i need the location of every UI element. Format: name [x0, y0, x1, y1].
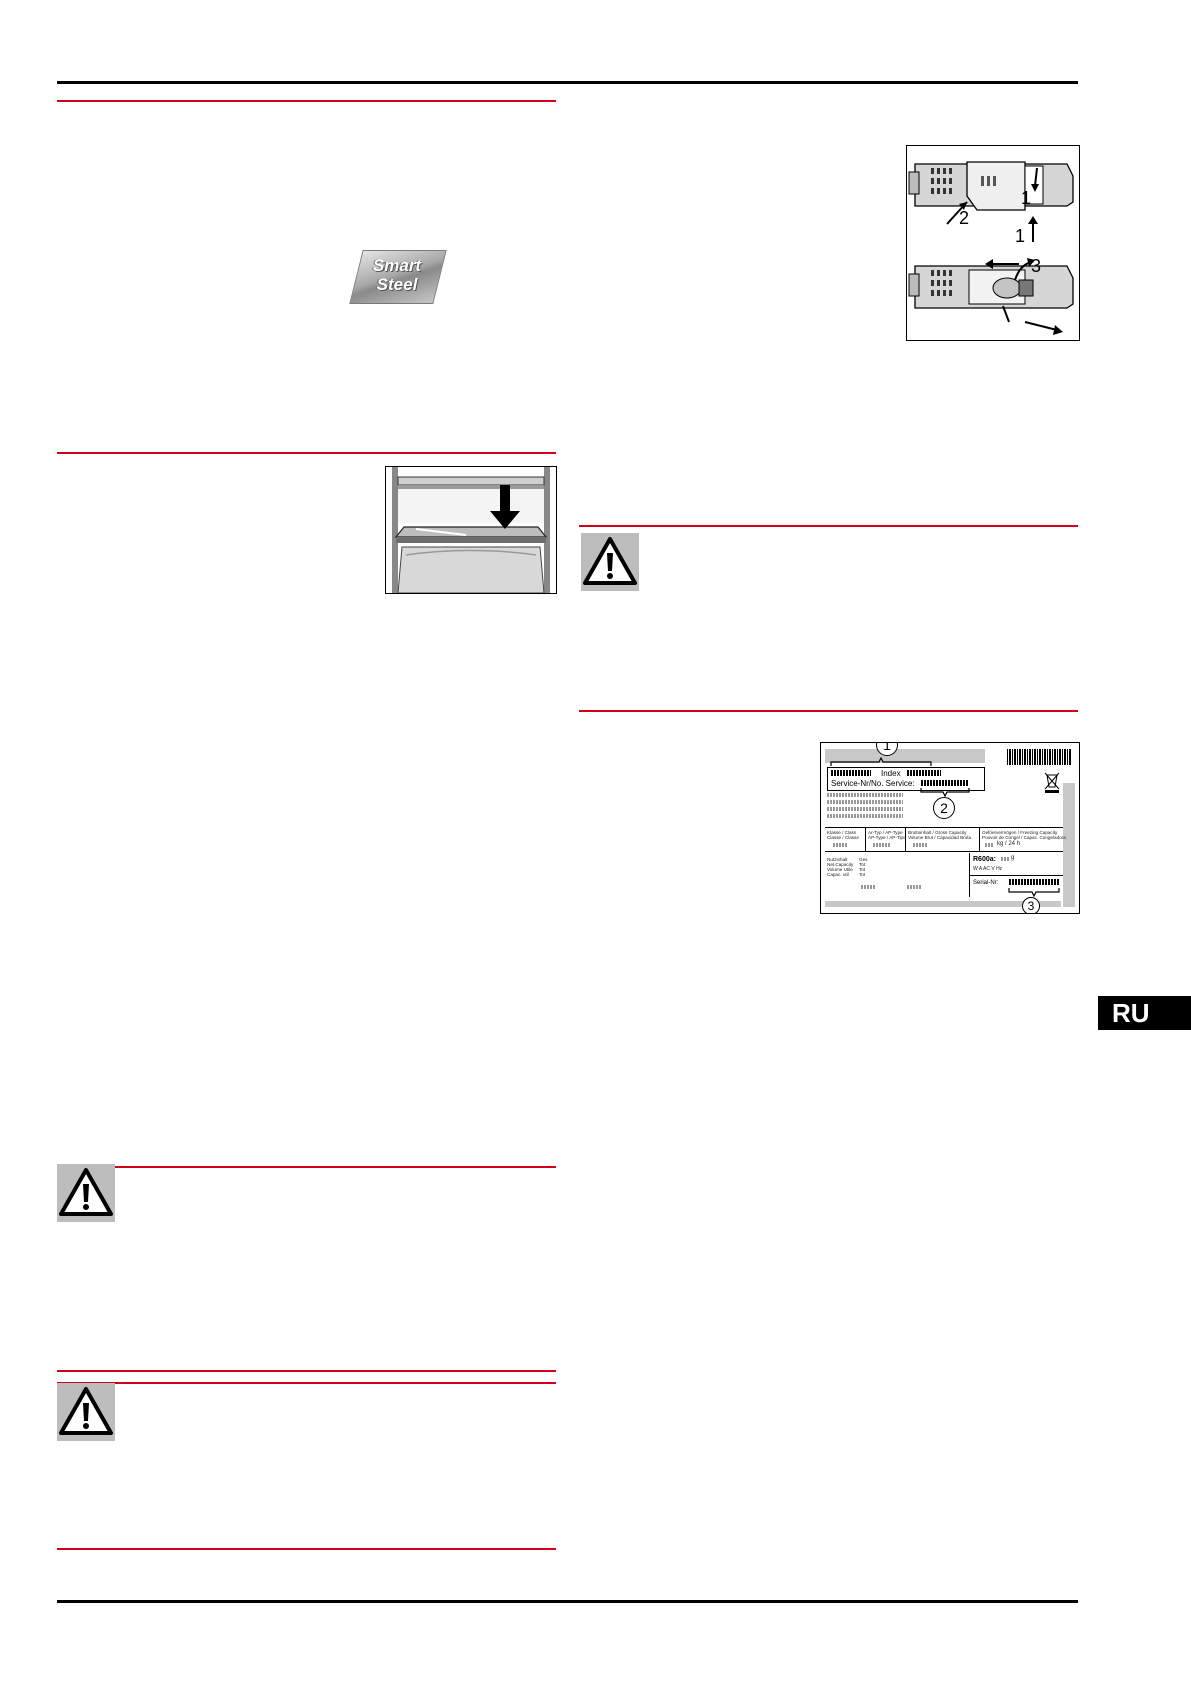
gross-label-2: Volume Brut / Capacidad Bruta	[908, 835, 972, 840]
class-label-1: Klasse / Class	[827, 830, 857, 835]
callout-circle-3: 3	[1022, 897, 1040, 913]
lamp-callout-2: 2	[959, 208, 970, 228]
plate-divider	[905, 827, 906, 851]
plate-shade-right	[1063, 783, 1075, 907]
lamp-callout-1b: 1	[1015, 226, 1026, 246]
warning-icon	[57, 1164, 115, 1222]
brace-3	[1008, 888, 1060, 897]
plate-text-line	[827, 793, 903, 797]
section-rule	[579, 710, 1078, 712]
language-tab-ru: RU	[1098, 996, 1191, 1030]
rating-plate-figure: Index Service-Nr/No. Service: 1 2 Klasse…	[820, 742, 1080, 914]
lamp-illustration	[907, 146, 1079, 340]
model-bars	[831, 770, 871, 776]
net-label-3: Volume Utile	[827, 867, 853, 872]
gas-label: R600a:	[973, 856, 996, 863]
shelf-illustration	[386, 467, 556, 593]
warning-icon	[57, 1383, 115, 1441]
freeze-value	[985, 843, 993, 847]
net-col-3: Tot	[859, 867, 866, 872]
net-value	[861, 885, 875, 889]
serial-label: Serial-Nr:	[973, 880, 999, 886]
plate-text-line	[827, 800, 903, 804]
freeze-label-1: Gefriervermögen / Freezing Capacity	[982, 830, 1058, 835]
shelf-figure	[385, 466, 557, 594]
plate-text-line	[827, 807, 903, 811]
freeze-label-2: Pouvoir de Congel / Capac. Congeladora	[982, 835, 1066, 840]
section-rule	[57, 100, 556, 102]
section-rule	[579, 525, 1078, 527]
plate-divider	[865, 827, 866, 851]
barcode	[1007, 749, 1071, 765]
plate-divider	[825, 827, 1063, 828]
service-bars	[921, 780, 969, 786]
plate-shade-bottom	[825, 901, 1061, 907]
class-label-2: Classe / Classe	[827, 835, 859, 840]
badge-line-2: Steel	[376, 275, 418, 294]
type-label-1: Ar-Typ / AP-Type	[868, 830, 903, 835]
brace-1	[830, 757, 932, 766]
class-value	[833, 843, 847, 847]
lamp-callout-1: 1	[1021, 188, 1032, 208]
index-label: Index	[881, 769, 901, 778]
net-col-1: Ges	[859, 857, 868, 862]
smart-steel-logo: Smart Steel	[349, 250, 447, 304]
gas-unit: g	[1011, 855, 1015, 861]
net-col-4: Tot	[859, 872, 866, 877]
gross-label-1: Bruttoinhalt / Gross Capacity	[908, 830, 967, 835]
lamp-callout-3: 3	[1031, 256, 1042, 276]
net-label-4: Capac. util	[827, 872, 849, 877]
lamp-figure: 1 2 1 3	[906, 145, 1080, 341]
index-box	[827, 767, 985, 791]
callout-circle-2: 2	[933, 797, 955, 819]
net-label-1: Nutzinhalt	[827, 857, 848, 862]
power-line: W A AC V Hz	[973, 866, 1003, 872]
index-bars	[907, 770, 941, 776]
service-label: Service-Nr/No. Service:	[831, 779, 915, 788]
plate-divider	[979, 827, 980, 851]
header-rule	[57, 81, 1078, 84]
net-label-2: Net.Capacity	[827, 862, 854, 867]
brace-2	[920, 788, 970, 797]
plate-divider	[969, 875, 1063, 876]
net-col-2: Tot	[859, 862, 866, 867]
plate-shade-top	[825, 749, 985, 763]
weee-bin-icon	[1044, 772, 1060, 793]
badge-line-1: Smart	[372, 256, 422, 275]
section-rule	[57, 1166, 556, 1168]
plate-divider	[825, 851, 1063, 852]
type-label-2: AP-Type / AP-Tipo	[868, 835, 906, 840]
section-rule	[57, 1548, 556, 1550]
freeze-unit: kg / 24 h	[997, 841, 1021, 847]
net-value	[907, 885, 921, 889]
gross-value	[913, 843, 927, 847]
footer-rule	[57, 1600, 1078, 1603]
section-rule	[57, 452, 556, 454]
gas-value	[1001, 857, 1009, 861]
section-rule	[57, 1382, 556, 1384]
section-rule	[57, 1370, 556, 1372]
warning-icon	[581, 533, 639, 591]
serial-bars	[1009, 879, 1059, 885]
plate-text-line	[827, 814, 903, 818]
type-value	[873, 843, 891, 847]
